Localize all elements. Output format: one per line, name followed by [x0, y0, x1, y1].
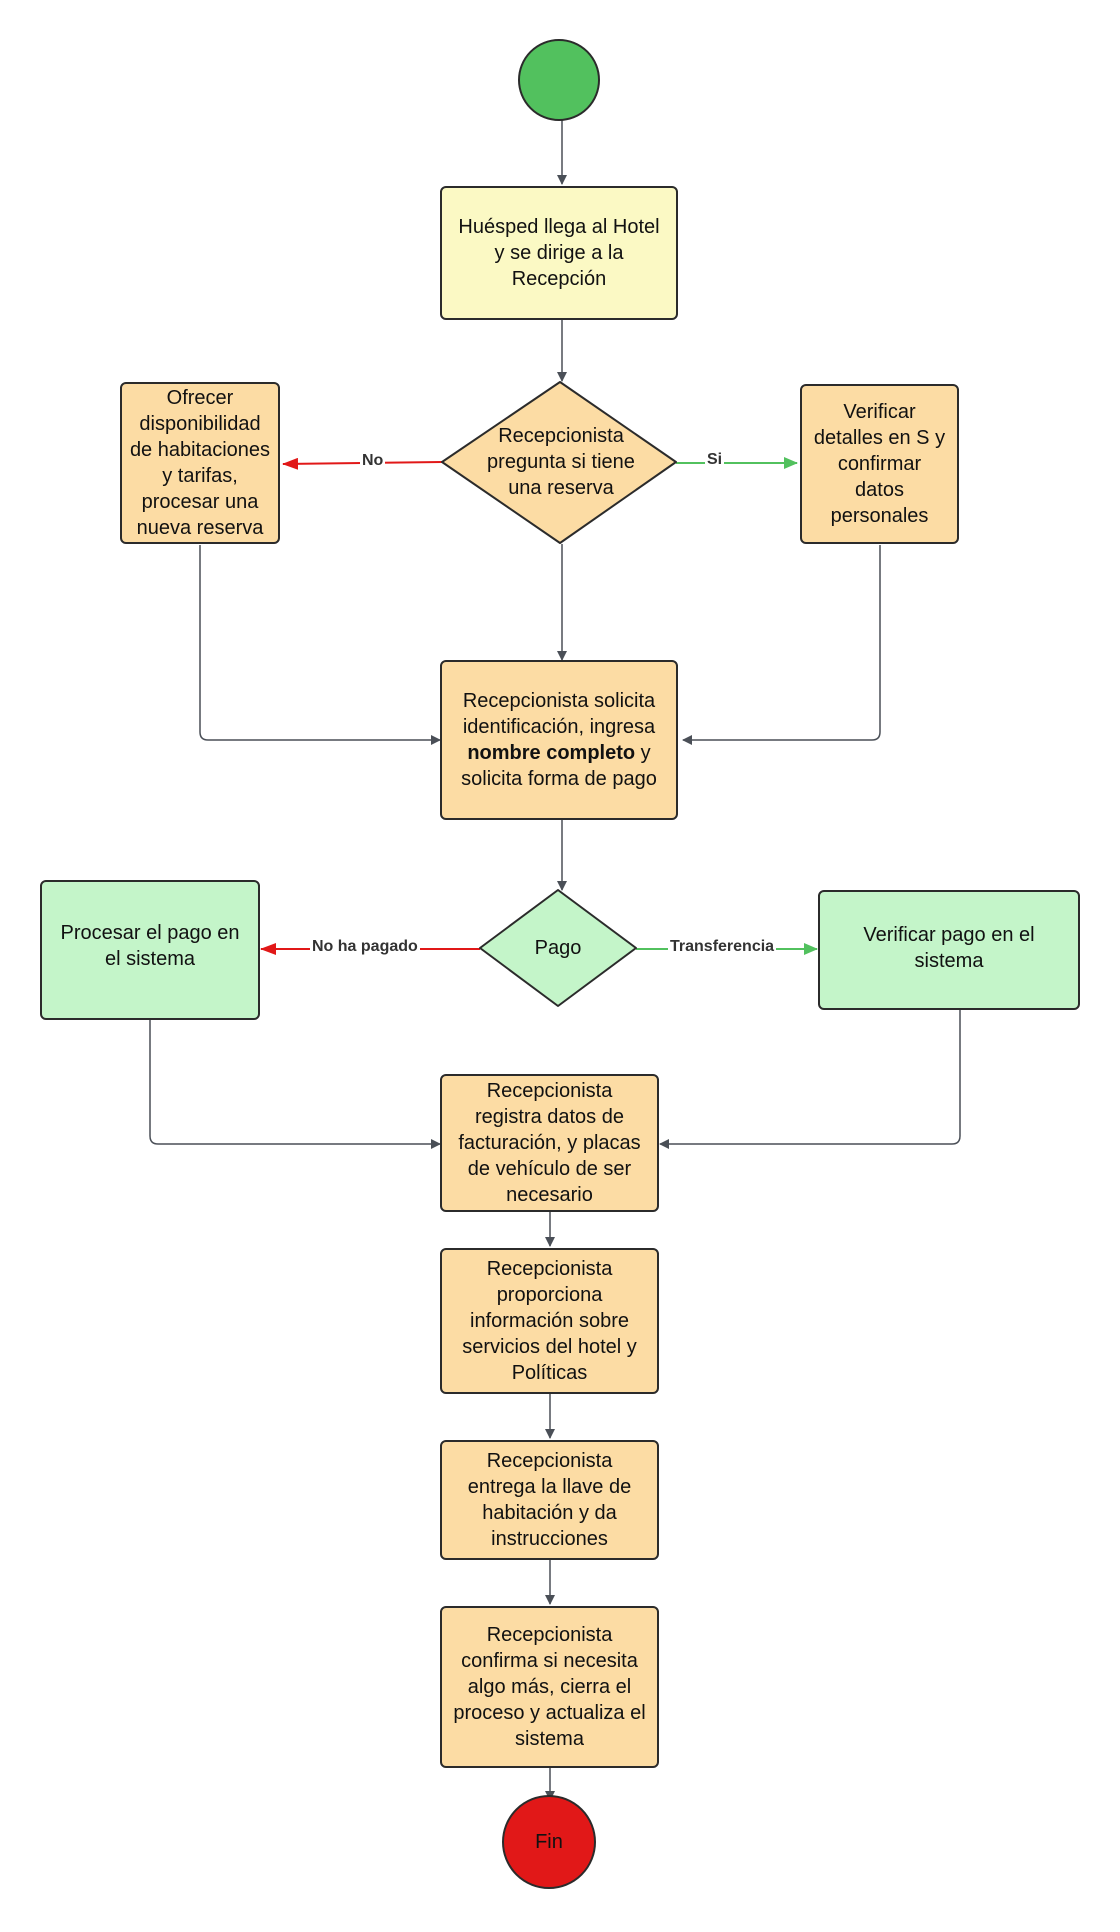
decision-reservation	[441, 381, 677, 544]
node-info: Recepcionista proporciona información so…	[440, 1248, 659, 1394]
request-id-bold: nombre completo	[467, 742, 636, 764]
node-offer-text: Ofrecer disponibilidad de habitaciones y…	[129, 387, 271, 539]
node-verify-payment-text: Verificar pago en el sistema	[863, 924, 1035, 972]
node-key-text: Recepcionista entrega la llave de habita…	[467, 1450, 632, 1550]
request-id-post: y solicita forma de pago	[461, 742, 657, 790]
node-arrive-text: Huésped llega al Hotel y se dirige a la …	[458, 216, 660, 290]
node-arrive: Huésped llega al Hotel y se dirige a la …	[440, 186, 678, 320]
edge-label-not-paid: No ha pagado	[310, 938, 420, 956]
decision-payment-text: Pago	[534, 937, 582, 959]
node-verify-details-text: Verificar detalles en S y confirmar dato…	[813, 401, 946, 527]
decision-payment	[479, 889, 637, 1007]
decision-reservation-label: Recepcionista pregunta si tiene una rese…	[478, 418, 644, 506]
node-request-id-text: Recepcionista solicita identificación, i…	[452, 688, 666, 792]
end-node	[502, 1795, 596, 1889]
node-offer: Ofrecer disponibilidad de habitaciones y…	[120, 382, 280, 544]
node-billing-text: Recepcionista registra datos de facturac…	[458, 1080, 641, 1206]
request-id-pre: Recepcionista solicita identificación, i…	[462, 690, 656, 738]
node-info-text: Recepcionista proporciona información so…	[462, 1258, 637, 1384]
edge-offer-request	[199, 545, 441, 745]
decision-payment-label: Pago	[508, 930, 608, 966]
edge-process-billing	[149, 1020, 441, 1149]
node-key: Recepcionista entrega la llave de habita…	[440, 1440, 659, 1560]
edge-label-no: No	[360, 452, 386, 470]
edge-label-transfer: Transferencia	[668, 938, 777, 956]
node-verify-details: Verificar detalles en S y confirmar dato…	[800, 384, 959, 544]
edge-verifypay-billing	[659, 1010, 961, 1149]
start-node	[518, 39, 600, 121]
edge-label-si: Si	[705, 451, 725, 469]
edge-verify-request	[682, 545, 881, 745]
node-billing: Recepcionista registra datos de facturac…	[440, 1074, 659, 1212]
node-verify-payment: Verificar pago en el sistema	[818, 890, 1080, 1010]
end-node-label: Fin	[503, 1796, 595, 1888]
node-confirm-text: Recepcionista confirma si necesita algo …	[453, 1624, 646, 1750]
node-process-payment-text: Procesar el pago en el sistema	[60, 922, 240, 970]
node-request-id: Recepcionista solicita identificación, i…	[440, 660, 678, 820]
node-process-payment: Procesar el pago en el sistema	[40, 880, 260, 1020]
decision-reservation-text: Recepcionista pregunta si tiene una rese…	[487, 425, 635, 499]
node-confirm: Recepcionista confirma si necesita algo …	[440, 1606, 659, 1768]
end-node-text: Fin	[535, 1830, 563, 1853]
